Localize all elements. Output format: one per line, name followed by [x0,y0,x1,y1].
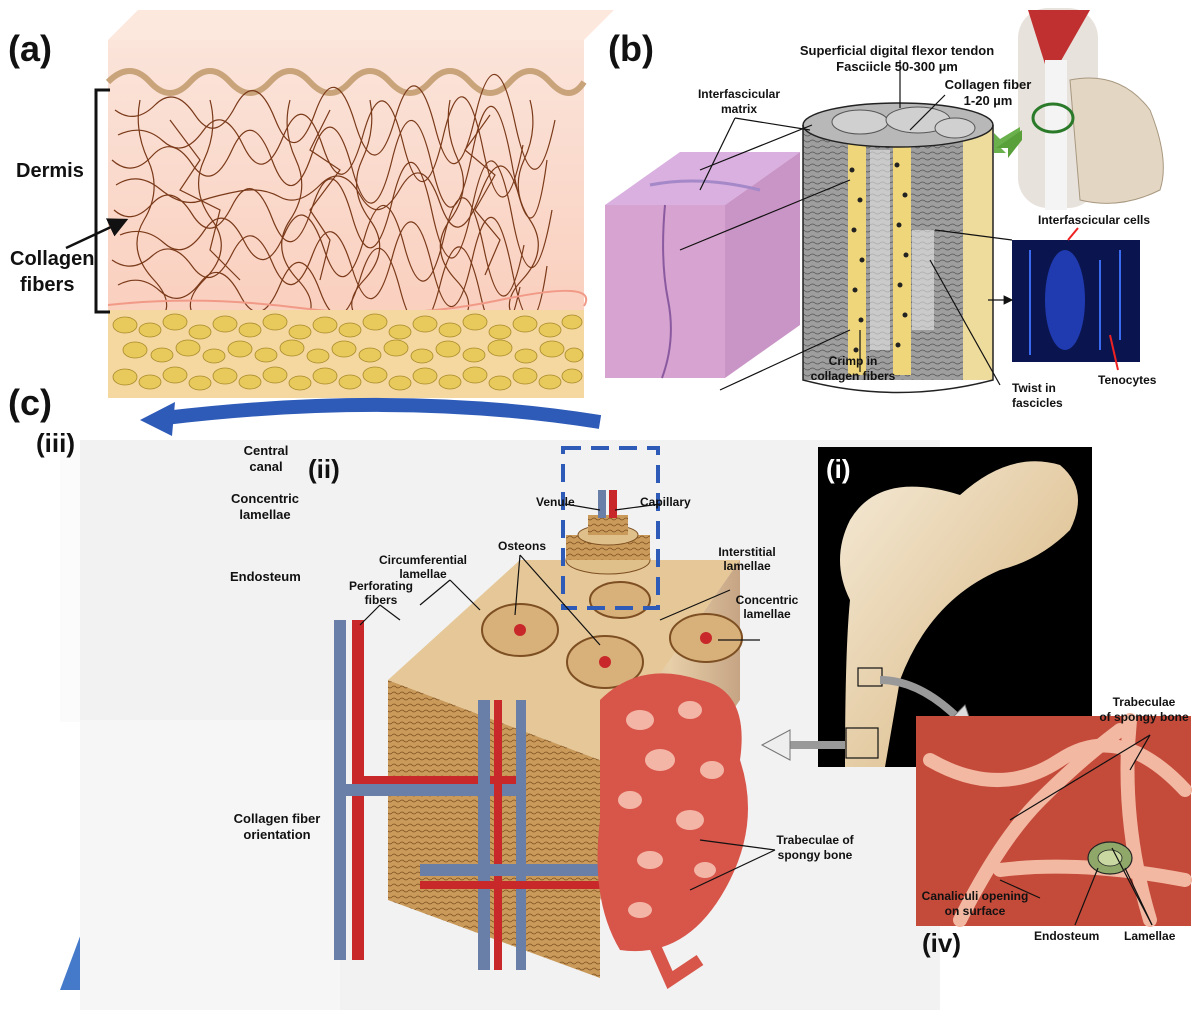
lamellae-iv-label: Lamellae [1124,930,1175,944]
panel-b-letter: (b) [608,28,654,70]
dermis-label: Dermis [16,160,84,183]
orientation-label-line1: Collagen fiber [222,812,332,827]
collagen-label-line1: Collagen [10,248,94,271]
concentric-iii-line2: lamellae [222,508,308,523]
venule-label: Venule [536,496,575,510]
trabeculae-ii-line2: spongy bone [760,849,870,863]
trabeculae-ii-line1: Trabeculae of [760,834,870,848]
orientation-label-line2: orientation [222,828,332,843]
central-canal-line2: canal [226,460,306,475]
perforating-line1: Perforating [336,580,426,594]
blue-curved-arrow [165,405,600,422]
twist-label-line2: fascicles [1012,397,1063,411]
collagen-label-line2: fibers [20,274,74,297]
endosteum-iii-label: Endosteum [230,570,301,585]
skin-diagram [108,10,614,398]
trabeculae-iv-line2: of spongy bone [1094,711,1194,725]
concentric-ii-line1: Concentric [722,594,812,608]
twist-label-line1: Twist in [1012,382,1056,396]
fiber-label-line2: 1-20 µm [938,94,1038,109]
panel-c-letter: (c) [8,382,52,424]
panel-ii-letter: (ii) [308,454,340,485]
compact-bone-block [80,440,940,1010]
capillary-label: Capillary [640,496,691,510]
panel-iii-letter: (iii) [36,428,75,459]
histology-front [605,205,725,378]
matrix-label-line1: Interfascicular [684,88,794,102]
perforating-line2: fibers [336,594,426,608]
matrix-label-line2: matrix [684,103,794,117]
canaliculi-line1: Canaliculi opening [920,890,1030,904]
fiber-label-line1: Collagen fiber [938,78,1038,93]
interfascicular-cells-label: Interfascicular cells [1038,214,1150,228]
concentric-ii-line2: lamellae [722,608,812,622]
circumferential-line1: Circumferential [368,554,478,568]
panel-iv-letter: (iv) [922,928,961,959]
tendon-label-line1: Superficial digital flexor tendon [792,44,1002,59]
crimp-label-line2: collagen fibers [798,370,908,384]
panel-a-letter: (a) [8,28,52,70]
concentric-iii-line1: Concentric [222,492,308,507]
endosteum-iv-label: Endosteum [1034,930,1099,944]
canaliculi-line2: on surface [920,905,1030,919]
osteons-label: Osteons [498,540,546,554]
tendon-label-line2: Fasciicle 50-300 µm [792,60,1002,75]
central-canal-line1: Central [226,444,306,459]
crimp-label-line1: Crimp in [798,355,908,369]
dermis-bracket [96,90,110,312]
interstitial-line2: lamellae [702,560,792,574]
interstitial-line1: Interstitial [702,546,792,560]
trabeculae-iv-line1: Trabeculae [1094,696,1194,710]
tenocytes-label: Tenocytes [1098,374,1156,388]
panel-i-letter: (i) [826,454,851,485]
